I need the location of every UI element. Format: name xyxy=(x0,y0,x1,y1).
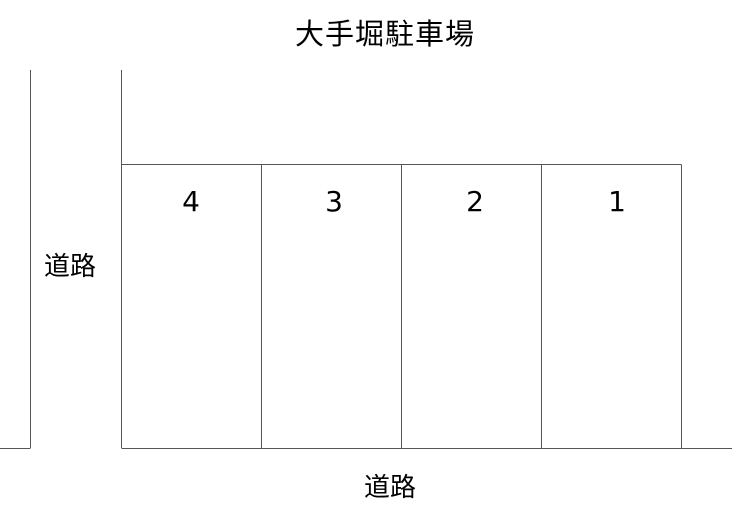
left-road-label: 道路 xyxy=(44,252,97,282)
parking-spot-1-label: 1 xyxy=(608,185,626,218)
parking-spot-3-label: 3 xyxy=(325,185,343,218)
page-title: 大手堀駐車場 xyxy=(294,17,475,51)
parking-spot-2-label: 2 xyxy=(466,185,484,218)
bottom-road-label: 道路 xyxy=(364,473,417,503)
parking-spot-4-label: 4 xyxy=(182,185,200,218)
